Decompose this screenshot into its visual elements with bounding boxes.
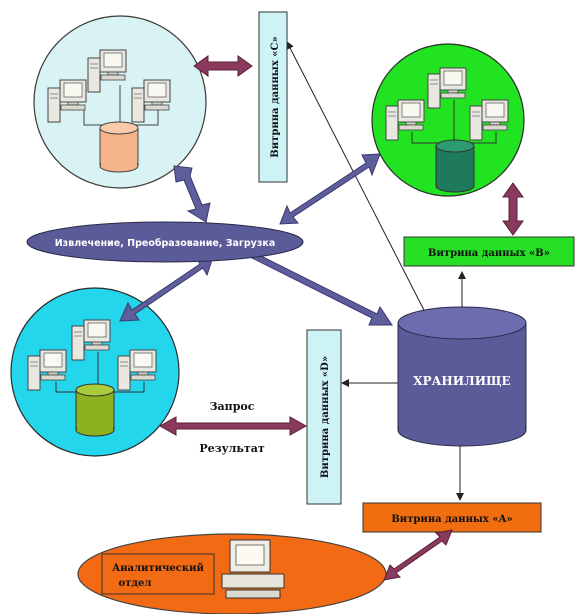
result-label: Результат <box>199 442 264 455</box>
block-arrows-maroon <box>158 55 524 581</box>
mart-d-box: Витрина данных «D» <box>306 329 342 505</box>
double-arrow-d-to-mart-d <box>158 416 308 436</box>
double-arrow-analytic-to-mart-a <box>383 529 453 581</box>
node-group-b <box>371 43 525 197</box>
etl-ellipse <box>26 221 304 263</box>
mart-d-label: Витрина данных «D» <box>320 356 331 478</box>
arrow-etl-to-warehouse <box>251 253 393 326</box>
analytic-label-box <box>101 553 215 595</box>
warehouse-label: ХРАНИЛИЩЕ <box>413 374 510 388</box>
mart-a-box: Витрина данных «A» <box>362 502 542 533</box>
database-icon <box>99 121 139 173</box>
analytic-department: Аналитический отдел <box>77 533 387 614</box>
analytic-label-line1: Аналитический <box>112 563 204 574</box>
etl-label: Извлечение, Преобразование, Загрузка <box>55 238 276 249</box>
mart-b-label: Витрина данных «B» <box>428 248 550 259</box>
query-label: Запрос <box>210 400 255 413</box>
double-arrow-c-to-mart-c <box>193 55 253 77</box>
network-circle-b <box>371 43 525 197</box>
block-arrows-blue <box>119 153 393 326</box>
node-group-d <box>10 287 180 457</box>
analytic-label-line2: отдел <box>119 578 152 589</box>
connector-warehouse-to-mart-c <box>286 41 429 319</box>
etl-node: Извлечение, Преобразование, Загрузка <box>26 221 304 263</box>
mart-b-box: Витрина данных «B» <box>403 236 575 267</box>
warehouse-cylinder: ХРАНИЛИЩЕ <box>397 306 527 447</box>
double-arrow-etl-to-c <box>173 165 211 223</box>
network-circle-d <box>10 287 180 457</box>
double-arrow-etl-to-b <box>279 153 381 225</box>
computer-icon <box>221 539 285 599</box>
database-icon <box>435 139 475 193</box>
double-arrow-etl-to-d <box>119 253 215 322</box>
database-icon <box>75 383 115 437</box>
node-group-c <box>33 15 207 189</box>
mart-a-label: Витрина данных «A» <box>391 514 512 525</box>
mart-c-box: Витрина данных «C» <box>258 11 288 183</box>
double-arrow-b-to-mart-b <box>502 182 524 236</box>
mart-c-label: Витрина данных «C» <box>270 36 281 157</box>
